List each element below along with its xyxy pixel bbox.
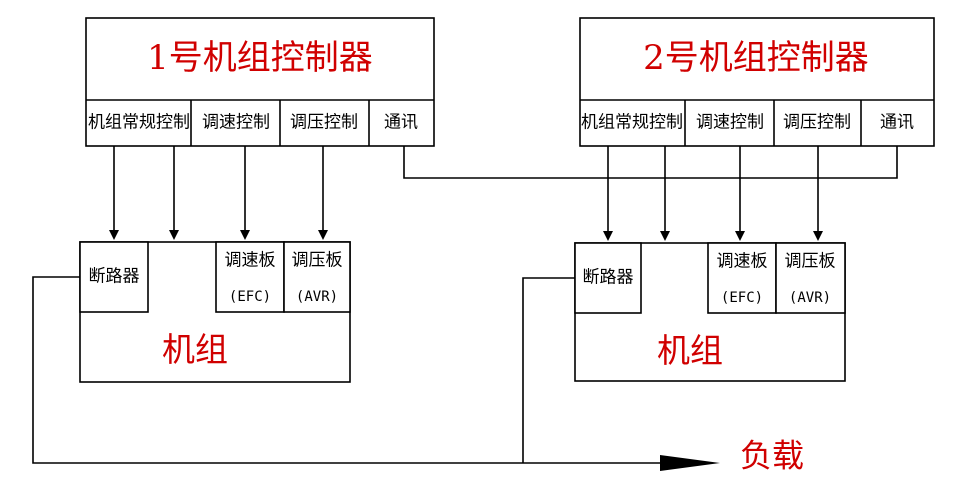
load-label: 负载	[740, 437, 804, 475]
unit-2-voltage-board-code: (AVR)	[789, 290, 831, 306]
communication-link	[403, 146, 898, 179]
unit-1-breaker-label: 断路器	[89, 267, 140, 287]
unit-1-speed-board-code: (EFC)	[229, 289, 271, 305]
controller-2-outer-box	[579, 17, 935, 147]
unit-2-speed-board-code: (EFC)	[721, 290, 763, 306]
load-arrowhead	[660, 455, 720, 471]
unit-1-breaker-box	[79, 241, 149, 313]
controller-2-communication-label: 通讯	[880, 113, 914, 133]
unit-2-breaker-label: 断路器	[583, 268, 634, 288]
unit-1-speed-board-label: 调速板	[225, 251, 276, 271]
unit-1-load-feed	[32, 276, 660, 464]
controller-1-general-control-label: 机组常规控制	[88, 113, 190, 133]
unit-2-voltage-board-label: 调压板	[785, 252, 836, 272]
unit-1-voltage-board-code: (AVR)	[296, 289, 338, 305]
controller-2: 2号机组控制器 机组常规控制 调速控制 调压控制 通讯	[579, 17, 935, 147]
controller-2-general-control-label: 机组常规控制	[581, 113, 683, 133]
controller-1-communication-label: 通讯	[384, 113, 418, 133]
controller-2-speed-control-label: 调速控制	[696, 113, 764, 133]
unit-2-speed-board-box	[707, 242, 777, 314]
controller-1-speed-control-label: 调速控制	[202, 113, 270, 133]
unit-2-load-feed	[522, 277, 575, 463]
unit-2: 断路器 调速板 (EFC) 调压板 (AVR) 机组	[574, 242, 846, 382]
unit-1-voltage-board-label: 调压板	[292, 251, 343, 271]
unit-2-speed-board-label: 调速板	[717, 252, 768, 272]
controller-2-title: 2号机组控制器	[643, 38, 869, 78]
unit-2-title: 机组	[657, 331, 723, 370]
unit-1-title: 机组	[162, 330, 228, 369]
unit-2-breaker-box	[574, 242, 642, 314]
unit-2-voltage-board-box	[775, 242, 846, 314]
controller-2-voltage-control-label: 调压控制	[783, 113, 851, 133]
controller-1: 1号机组控制器 机组常规控制 调速控制 调压控制 通讯	[85, 17, 435, 147]
controller-1-outer-box	[85, 17, 435, 147]
controller-1-voltage-control-label: 调压控制	[290, 113, 358, 133]
controller-1-title: 1号机组控制器	[147, 38, 373, 78]
unit-1-voltage-board-box	[283, 241, 351, 313]
unit-1: 断路器 调速板 (EFC) 调压板 (AVR) 机组	[79, 241, 351, 383]
